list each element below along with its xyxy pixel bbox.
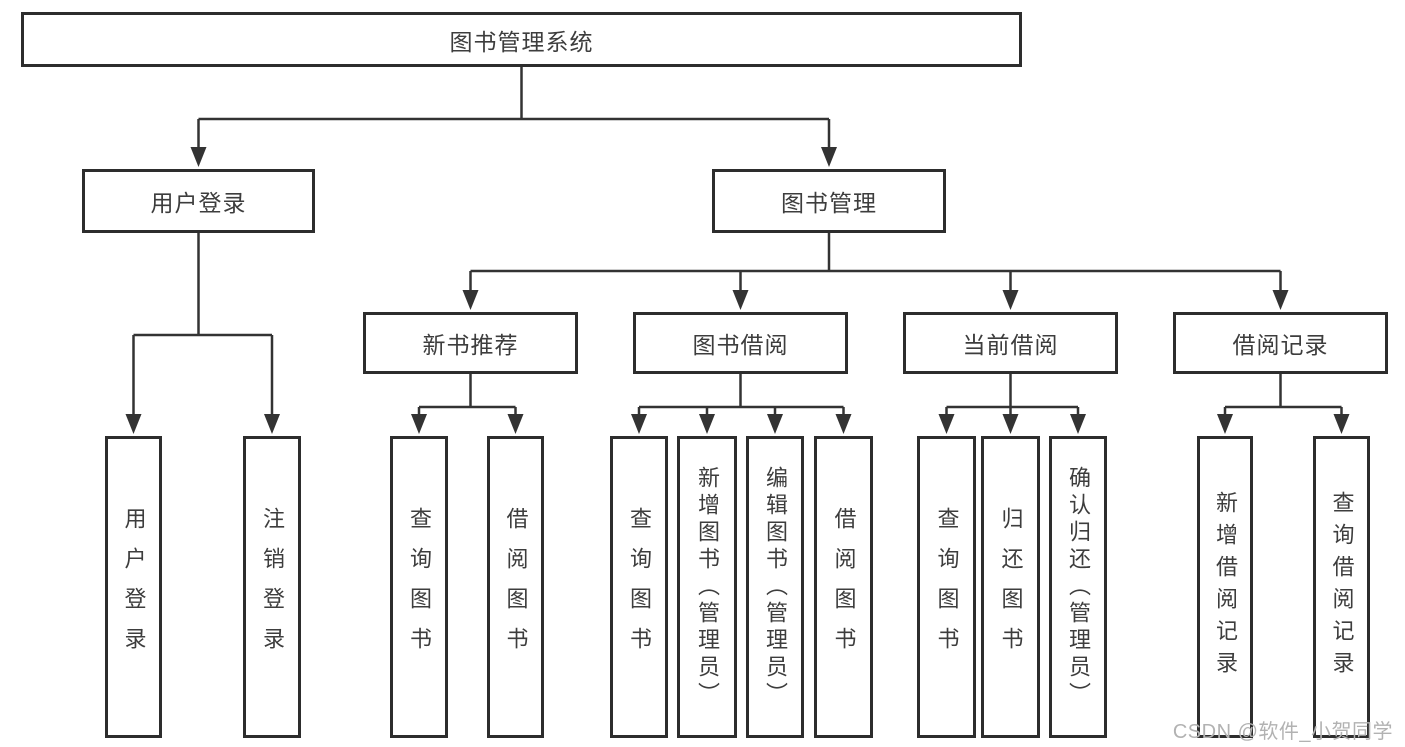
leaf-borrowing-add-books-admin: 新增图书（管理员） (677, 436, 737, 738)
arrow-down-icon (938, 414, 955, 434)
arrow-down-icon (1002, 414, 1019, 434)
arrow-down-icon (631, 414, 647, 434)
leaf-label: 新增图书（管理员） (695, 465, 720, 709)
node-label: 新书推荐 (422, 332, 519, 358)
node-label: 借阅记录 (1232, 332, 1329, 358)
leaf-label: 借阅图书 (503, 507, 529, 667)
arrow-down-icon (190, 147, 207, 167)
connector-new-book-split (411, 374, 524, 434)
node-borrowing-records: 借阅记录 (1173, 312, 1388, 374)
arrow-down-icon (264, 414, 280, 434)
arrow-down-icon (835, 414, 852, 434)
arrow-down-icon (821, 147, 837, 167)
arrow-down-icon (1070, 414, 1086, 434)
connector-book-management-split (462, 233, 1289, 310)
leaf-logout-login: 注销登录 (243, 436, 301, 738)
leaf-label: 注销登录 (260, 507, 285, 667)
leaf-label: 用户登录 (121, 507, 147, 667)
leaf-label: 查询图书 (934, 507, 960, 667)
leaf-recommend-borrow-books: 借阅图书 (487, 436, 544, 738)
node-label: 图书借阅 (692, 332, 789, 358)
node-label: 当前借阅 (962, 332, 1059, 358)
arrow-down-icon (462, 290, 479, 310)
arrow-down-icon (732, 290, 749, 310)
leaf-label: 查询图书 (407, 507, 432, 667)
node-label: 图书管理系统 (449, 28, 594, 55)
connector-current-borrowing-split (938, 374, 1086, 434)
node-book-borrowing: 图书借阅 (633, 312, 848, 374)
leaf-records-add-record: 新增借阅记录 (1197, 436, 1253, 738)
arrow-down-icon (1217, 414, 1233, 434)
leaf-label: 查询借阅记录 (1329, 491, 1355, 683)
node-book-management: 图书管理 (712, 169, 946, 233)
leaf-user-login: 用户登录 (105, 436, 162, 738)
leaf-borrowing-edit-books-admin: 编辑图书（管理员） (746, 436, 804, 738)
arrow-down-icon (507, 414, 524, 434)
node-current-borrowing: 当前借阅 (903, 312, 1118, 374)
watermark-text: CSDN @软件_小贺同学 (1172, 721, 1393, 743)
arrow-down-icon (411, 414, 427, 434)
node-label: 用户登录 (150, 190, 247, 216)
connector-root-split (190, 67, 837, 167)
arrow-down-icon (699, 414, 715, 434)
arrow-down-icon (1333, 414, 1350, 434)
arrow-down-icon (767, 414, 783, 434)
leaf-label: 归还图书 (998, 507, 1024, 667)
leaf-borrowing-borrow-books: 借阅图书 (814, 436, 873, 738)
leaf-label: 新增借阅记录 (1213, 491, 1238, 683)
leaf-label: 确认归还（管理员） (1066, 465, 1091, 709)
connector-user-login-split (125, 233, 280, 434)
leaf-recommend-query-books: 查询图书 (390, 436, 448, 738)
node-label: 图书管理 (781, 190, 877, 216)
leaf-current-confirm-return-admin: 确认归还（管理员） (1049, 436, 1107, 738)
leaf-label: 查询图书 (627, 507, 652, 667)
leaf-label: 编辑图书（管理员） (763, 465, 788, 709)
node-user-login: 用户登录 (82, 169, 315, 233)
connector-book-borrowing-split (631, 374, 852, 434)
leaf-borrowing-query-books: 查询图书 (610, 436, 668, 738)
node-new-book-recommendation: 新书推荐 (363, 312, 578, 374)
leaf-current-return-books: 归还图书 (981, 436, 1040, 738)
leaf-current-query-books: 查询图书 (917, 436, 976, 738)
arrow-down-icon (1272, 290, 1289, 310)
connector-borrowing-records-split (1217, 374, 1350, 434)
leaf-label: 借阅图书 (831, 507, 857, 667)
leaf-records-query-record: 查询借阅记录 (1313, 436, 1370, 738)
node-library-system: 图书管理系统 (21, 12, 1022, 67)
arrow-down-icon (125, 414, 142, 434)
arrow-down-icon (1002, 290, 1019, 310)
